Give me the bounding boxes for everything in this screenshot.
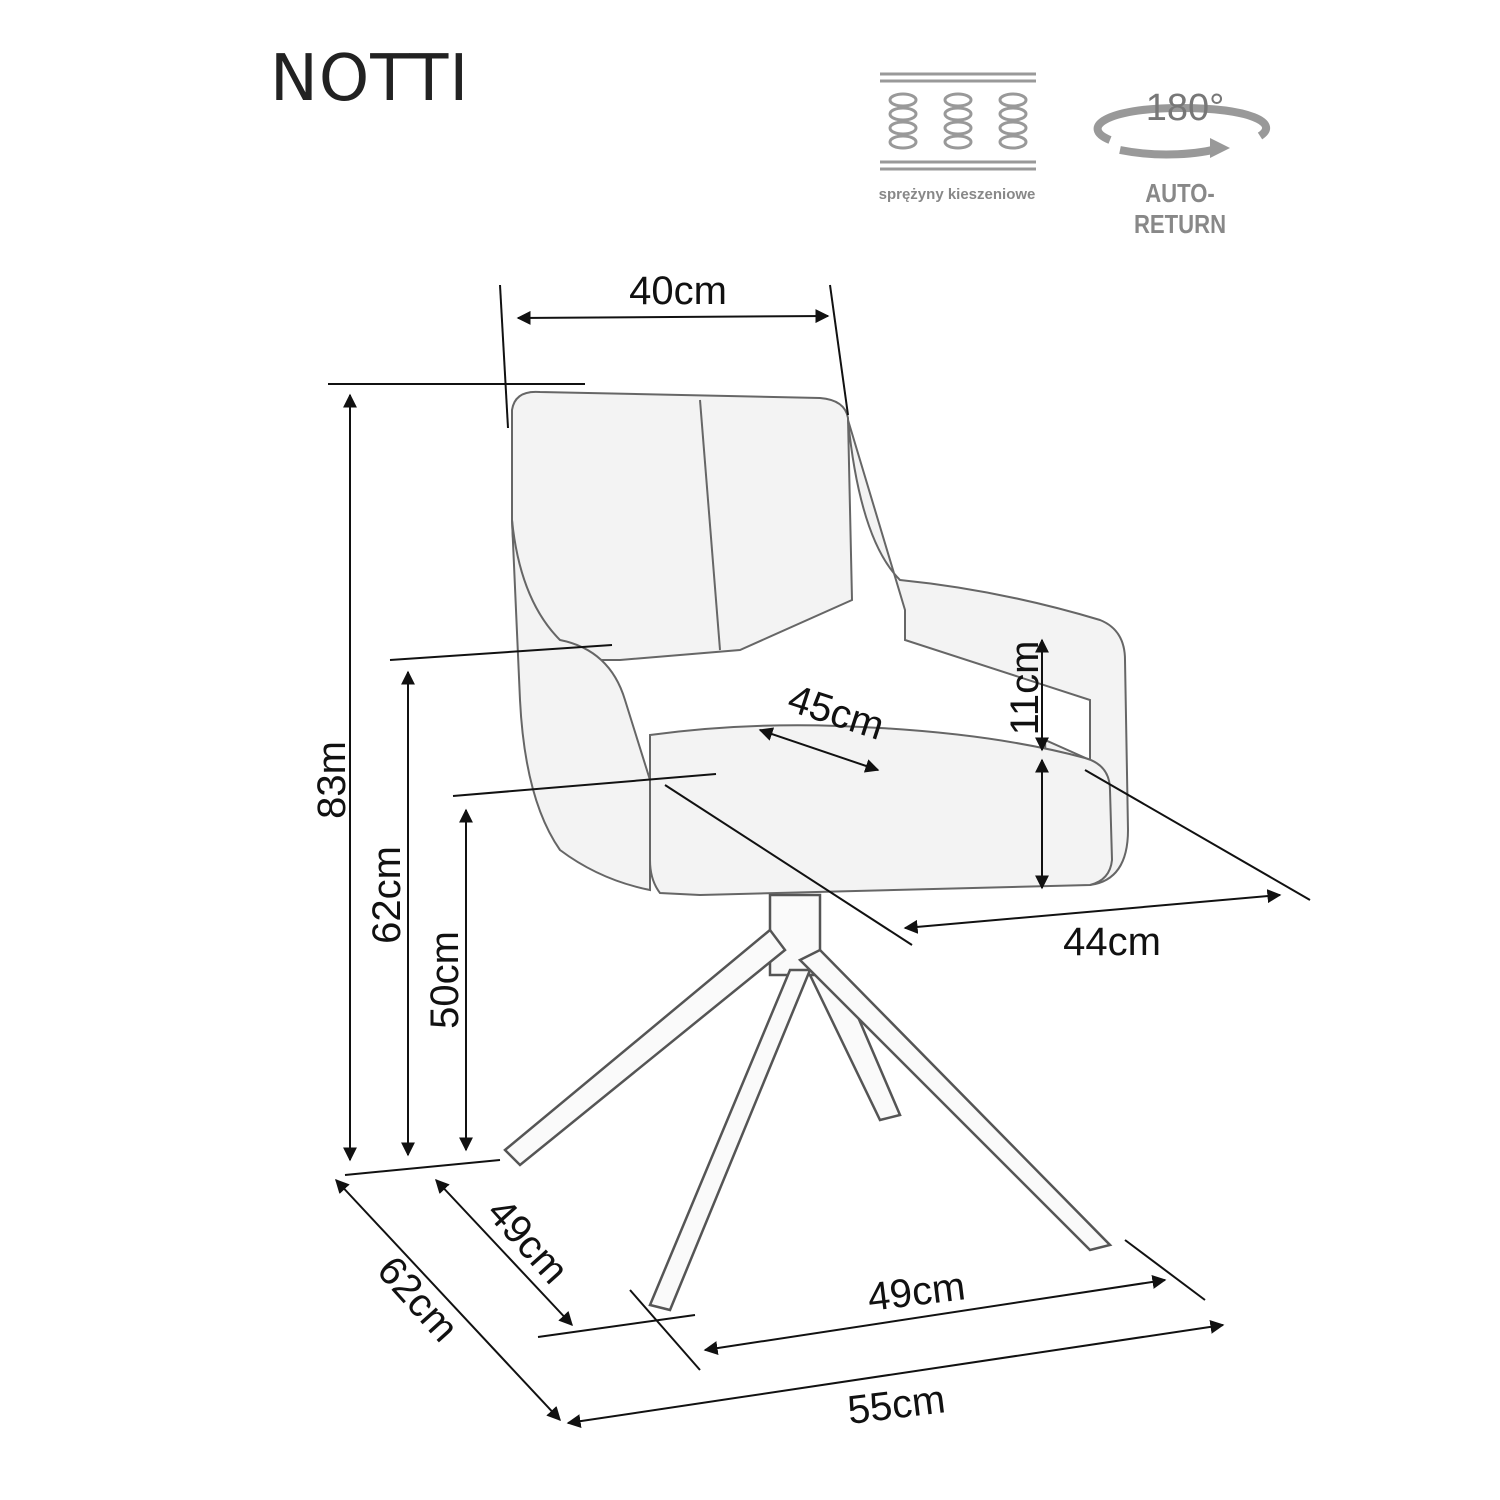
total-height-label: 83m [310, 741, 354, 819]
auto-return-caption: AUTO-RETURN [1133, 178, 1227, 239]
armrest-height-label: 62cm [365, 846, 409, 944]
total-width-label: 55cm [845, 1377, 947, 1433]
pocket-springs-icon [880, 72, 1036, 171]
springs-caption: sprężyny kieszeniowe [878, 186, 1036, 203]
chair-backrest [511, 390, 854, 661]
rotation-180-icon: 180° [1093, 87, 1270, 159]
total-depth-label: 62cm [369, 1248, 467, 1350]
chair-illustration [511, 390, 1130, 897]
chair-base [503, 893, 1113, 1312]
armrest-to-seat-label: 11cm [1003, 641, 1047, 736]
backrest-width-label: 40cm [629, 269, 727, 313]
seat-width-label: 44cm [1063, 920, 1161, 964]
product-title: NOTTI [270, 42, 470, 116]
rotation-angle-label: 180° [1146, 87, 1225, 129]
seat-height-label: 50cm [423, 931, 467, 1029]
chair-left-arm [511, 519, 651, 892]
